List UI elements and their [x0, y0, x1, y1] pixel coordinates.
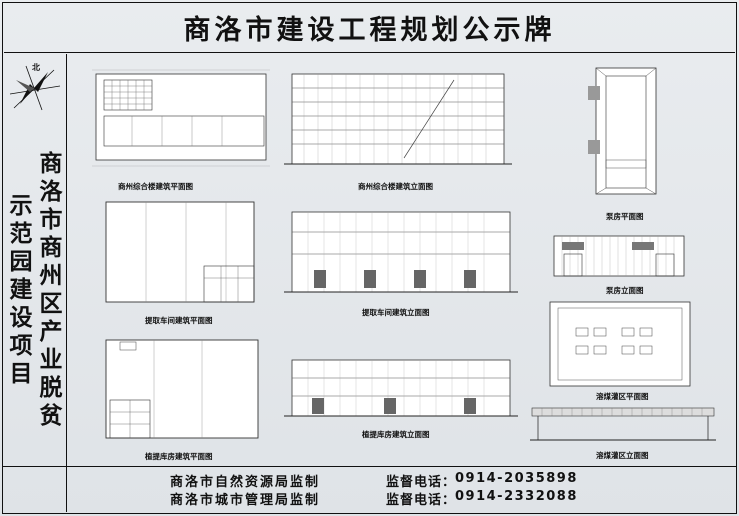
phone-label-1: 监督电话： — [386, 475, 457, 490]
complex-building-plan-drawing — [92, 69, 270, 167]
footer-left-divider — [66, 466, 67, 512]
pump-house-elevation-drawing — [553, 235, 685, 277]
north-label: 北 — [32, 63, 40, 72]
project-name-line2: 示范园建设项目 — [9, 193, 33, 387]
coal-tank-area-elevation-drawing — [530, 407, 716, 441]
drawing-caption: 植提库房建筑平面图 — [145, 452, 213, 461]
drawing-caption: 溶煤灌区平面图 — [596, 392, 649, 401]
drawing-caption: 商州综合楼建筑平面图 — [118, 182, 193, 191]
drawing-caption: 溶煤灌区立面图 — [596, 451, 649, 460]
phone-number-2: 0914-2332088 — [455, 489, 578, 504]
phone-label-2: 监督电话： — [386, 493, 457, 508]
phone-number-1: 0914-2035898 — [455, 471, 578, 486]
title-divider — [4, 52, 735, 53]
storehouse-plan-drawing — [105, 339, 259, 439]
extraction-workshop-elevation-drawing — [284, 211, 518, 293]
drawing-caption: 商州综合楼建筑立面图 — [358, 182, 433, 191]
pump-house-plan-drawing — [588, 67, 657, 195]
north-arrow-icon — [9, 65, 61, 111]
project-name-col1: 商洛市商州区产业脱贫 — [36, 150, 66, 430]
board-title: 商洛市建设工程规划公示牌 — [183, 15, 556, 46]
complex-building-elevation-drawing — [284, 73, 512, 165]
drawing-caption: 泵房立面图 — [606, 286, 644, 295]
drawing-caption: 提取车间建筑立面图 — [362, 308, 430, 317]
supervisor-line-2: 商洛市城市管理局监制 — [170, 493, 321, 508]
footer-divider — [2, 466, 737, 467]
drawing-caption: 植提库房建筑立面图 — [362, 430, 430, 439]
project-name-panel: 北 商洛市商州区产业脱贫 示范园建设项目 — [2, 58, 66, 462]
extraction-workshop-plan-drawing — [105, 201, 255, 303]
drawing-caption: 提取车间建筑平面图 — [145, 316, 213, 325]
storehouse-elevation-drawing — [284, 359, 518, 417]
panel-divider — [66, 54, 67, 466]
supervisor-line-1: 商洛市自然资源局监制 — [170, 475, 321, 490]
drawing-caption: 泵房平面图 — [606, 212, 644, 221]
coal-tank-area-plan-drawing — [549, 301, 691, 387]
project-name-col2: 示范园建设项目 — [6, 192, 36, 388]
project-name-line1: 商洛市商州区产业脱贫 — [39, 151, 63, 429]
